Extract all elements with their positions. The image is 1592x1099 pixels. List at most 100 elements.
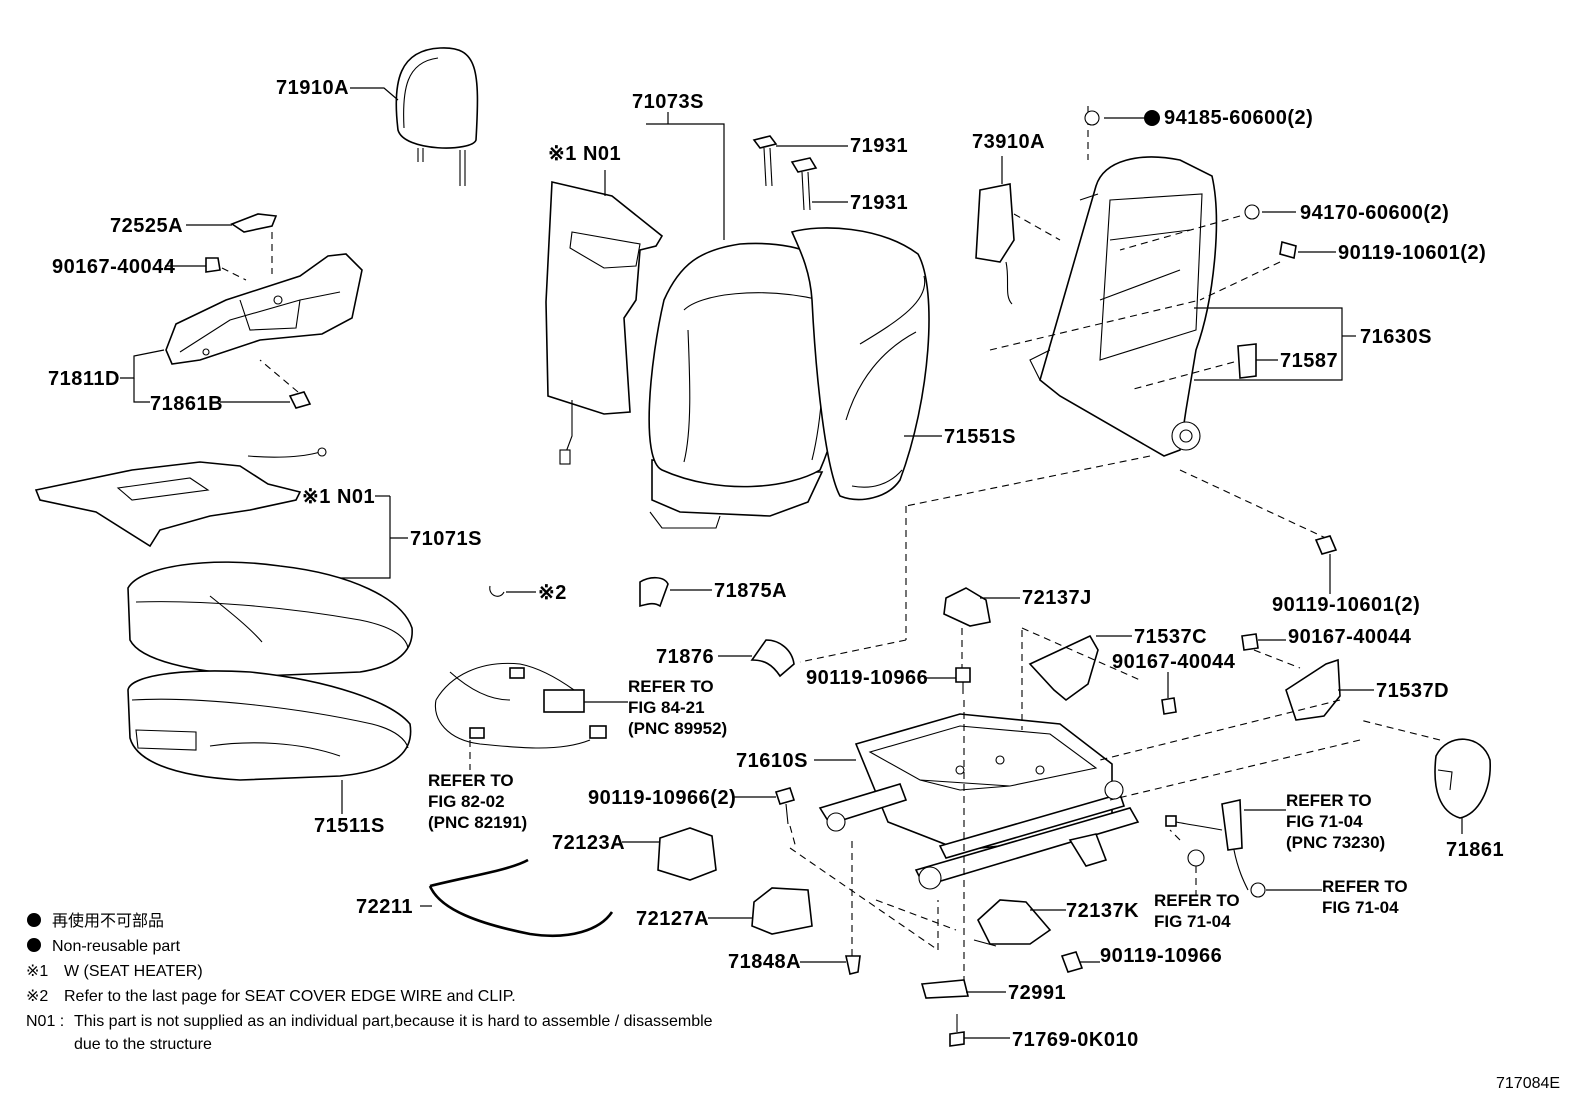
clip-2-drawing [489,585,505,597]
label-90119-10601-b: 90119-10601(2) [1272,594,1420,616]
ref-82-02-line3: (PNC 82191) [428,813,527,832]
legend-note1-mark: ※1 [26,963,48,980]
bolt-90167-40044-c-drawing [1241,633,1259,651]
label-71537D: 71537D [1376,680,1449,702]
legend-nonreusable-en: Non-reusable part [52,938,181,955]
bolt-90119-10601-b-drawing [1314,535,1338,555]
ref-71-04-c-line1: REFER TO [1322,877,1408,896]
label-71587: 71587 [1280,350,1338,372]
bolt-90119-10966-2-drawing [774,787,796,825]
label-90167-40044-c: 90167-40044 [1288,626,1412,648]
bolt-71769-drawing [949,1014,965,1047]
reference-fig-71-04-nut[interactable]: REFER TO FIG 71-04 [1322,877,1408,917]
label-71630S: 71630S [1360,326,1432,348]
label-90119-10601-a: 90119-10601(2) [1338,242,1486,264]
cover-71876-drawing [750,639,795,678]
label-72211: 72211 [356,896,413,918]
diagram-id: 717084E [1496,1075,1560,1092]
bolt-90167-a-drawing [205,257,247,281]
ref-84-21-line1: REFER TO [628,677,714,696]
label-72127A: 72127A [636,908,709,930]
cover-72137K-drawing [973,899,1052,947]
label-71876: 71876 [656,646,714,668]
label-72137J: 72137J [1022,587,1092,609]
label-71610S: 71610S [736,750,808,772]
ref-71-04-b-line1: REFER TO [1154,891,1240,910]
airbag-sensor-73910A-drawing [975,183,1015,305]
label-71910A: 71910A [276,77,349,99]
reference-fig-71-04-anchor[interactable]: REFER TO FIG 71-04 [1154,891,1240,931]
legend-note1-text: W (SEAT HEATER) [64,963,203,980]
nonreusable-marker-94185 [1144,110,1160,126]
cover-71537D-drawing [1285,658,1341,721]
label-71848A: 71848A [728,951,801,973]
seat-cushion-pad-drawing [127,670,412,781]
label-94185-60600: 94185-60600(2) [1164,107,1313,129]
bolt-71848A-drawing [845,955,861,975]
cover-72127A-drawing [751,887,813,935]
wire-harness-drawing [434,662,607,749]
seat-cushion-cover-drawing [127,561,413,677]
ref-71-04-a-line1: REFER TO [1286,791,1372,810]
legend-nonreusable-jp: 再使用不可部品 [52,912,164,930]
label-72137K: 72137K [1066,900,1139,922]
label-71511S: 71511S [314,815,385,837]
guide-71931-a-drawing [752,135,778,187]
legend-nonreusable-bullet-en [27,938,41,952]
label-71811D: 71811D [48,368,120,390]
ref-84-21-line2: FIG 84-21 [628,698,705,717]
ref-82-02-line1: REFER TO [428,771,514,790]
legend-n01-line2: due to the structure [74,1036,212,1053]
edge-wire-drawing [428,858,614,938]
legend-n01-mark: N01 : [26,1013,64,1030]
reference-fig-71-04-buckle[interactable]: REFER TO FIG 71-04 (PNC 73230) [1286,791,1385,852]
seat-back-cover-drawing [790,227,930,501]
label-90167-40044: 90167-40044 [52,256,176,278]
shield-cover-drawing [165,213,363,365]
label-90119-10966-a: 90119-10966 [806,667,928,689]
label-71071S: 71071S [410,528,482,550]
headrest-drawing [395,47,479,186]
seatbelt-buckle-drawing [1165,799,1249,891]
label-71875A: 71875A [714,580,787,602]
ref-84-21-line3: (PNC 89952) [628,719,727,738]
ref-71-04-a-line3: (PNC 73230) [1286,833,1385,852]
label-71931-a: 71931 [850,135,908,157]
label-73910A: 73910A [972,131,1045,153]
nut-94170-drawing [1244,204,1260,220]
reference-fig-82-02[interactable]: REFER TO FIG 82-02 (PNC 82191) [428,771,527,832]
label-71861: 71861 [1446,839,1504,861]
label-71073S: 71073S [632,91,704,113]
label-72123A: 72123A [552,832,625,854]
label-72991: 72991 [1008,982,1066,1004]
legend-note2-mark: ※2 [26,988,48,1005]
cover-72137J-drawing [943,587,991,627]
ref-71-04-c-line2: FIG 71-04 [1322,898,1399,917]
seatback-frame-drawing [1029,156,1218,457]
cover-71875A-drawing [639,576,669,608]
knob-71861-drawing [1434,738,1491,819]
guide-71931-b-drawing [790,157,818,211]
bolt-90119-10601-a-drawing [1279,240,1297,260]
back-heater-pad-drawing [545,181,664,465]
legend-nonreusable-bullet-jp [27,913,41,927]
reference-fig-84-21[interactable]: REFER TO FIG 84-21 (PNC 89952) [628,677,727,738]
label-71769-0K010: 71769-0K010 [1012,1029,1139,1051]
cover-71537C-drawing [1028,634,1099,702]
ref-71-04-a-line2: FIG 71-04 [1286,812,1363,831]
seat-back-pad-drawing [648,242,852,529]
seat-adjuster-drawing [818,713,1140,890]
legend-note2-text: Refer to the last page for SEAT COVER ED… [64,988,516,1005]
label-94170-60600: 94170-60600(2) [1300,202,1449,224]
legend-n01-line1: This part is not supplied as an individu… [74,1013,713,1030]
label-n01-seat-heater: ※1 N01 [302,486,375,508]
bolt-ref-71-04-drawing [1250,882,1266,898]
label-90119-10966-2: 90119-10966(2) [588,787,736,809]
seat-heater-pad-drawing [34,447,327,548]
bolt-90167-40044-b-drawing [1161,697,1177,715]
bolt-90119-10966-a-drawing [955,667,971,694]
clip-71587-drawing [1237,343,1257,379]
legend: 再使用不可部品 Non-reusable part ※1 W (SEAT HEA… [26,912,713,1053]
label-90119-10966-b: 90119-10966 [1100,945,1222,967]
